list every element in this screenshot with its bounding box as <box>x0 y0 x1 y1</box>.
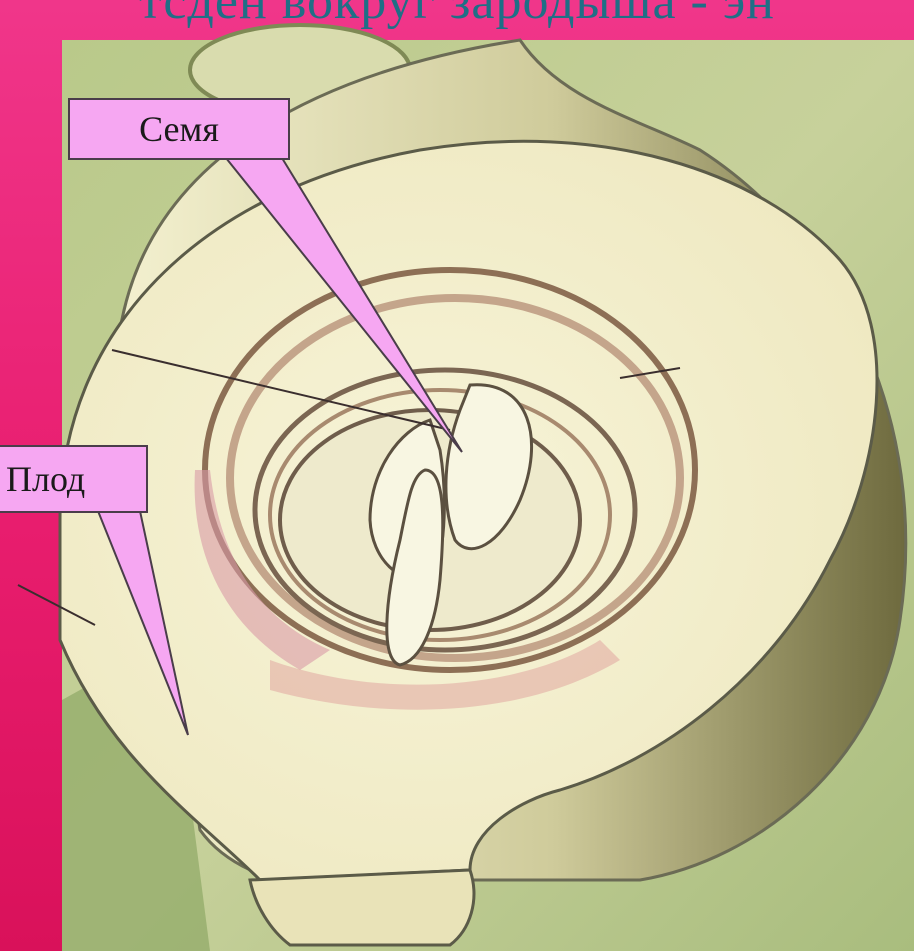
fruit-base <box>250 870 474 945</box>
seed-label: Семя <box>68 98 290 160</box>
fruit-label: Плод <box>0 445 148 513</box>
